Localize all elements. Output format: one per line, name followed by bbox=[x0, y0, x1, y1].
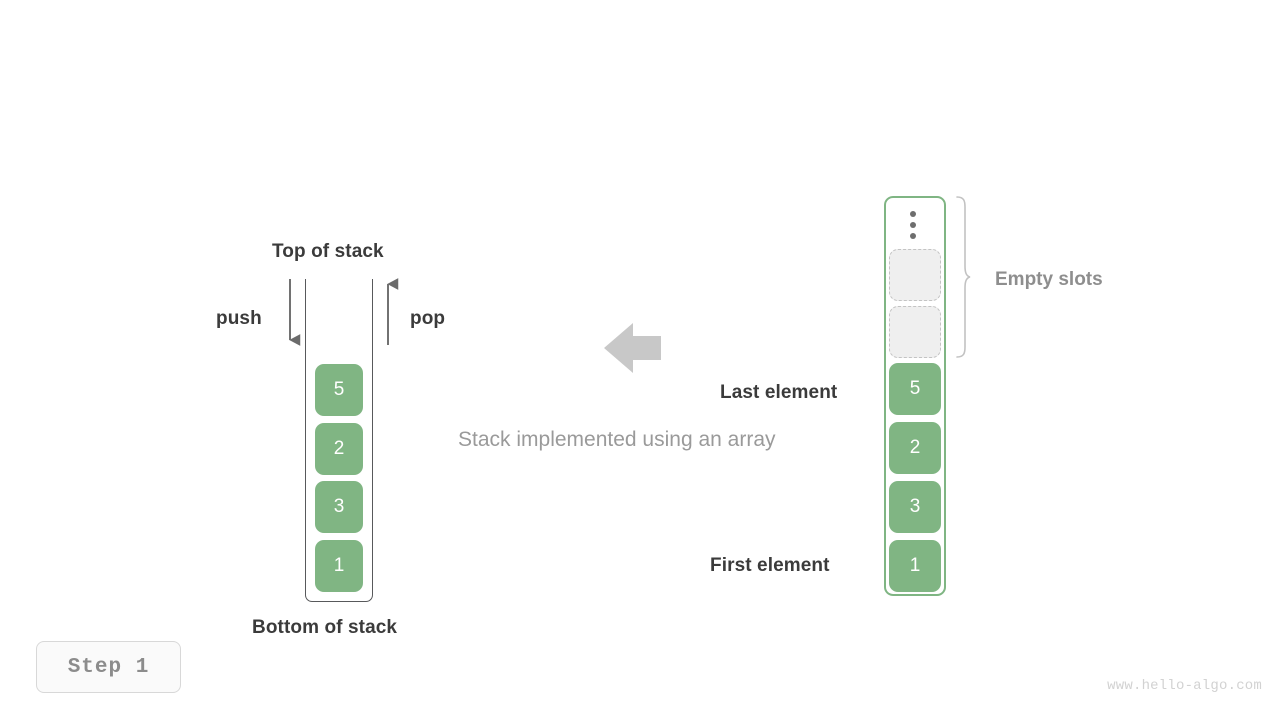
curly-brace-icon bbox=[956, 196, 971, 358]
array-cell: 2 bbox=[889, 422, 941, 474]
array-cell: 1 bbox=[889, 540, 941, 592]
stack-cell: 5 bbox=[315, 364, 363, 416]
empty-slot bbox=[889, 249, 941, 301]
watermark: www.hello-algo.com bbox=[1107, 678, 1262, 694]
bottom-of-stack-label: Bottom of stack bbox=[252, 617, 398, 638]
pop-label: pop bbox=[410, 308, 446, 329]
step-badge-label: Step 1 bbox=[67, 655, 150, 679]
stack-container bbox=[305, 279, 373, 602]
step-badge: Step 1 bbox=[36, 641, 181, 693]
diagram-caption: Stack implemented using an array bbox=[458, 428, 776, 451]
last-element-label: Last element bbox=[720, 382, 838, 403]
vertical-ellipsis-icon bbox=[909, 211, 917, 239]
first-element-label: First element bbox=[710, 555, 830, 576]
arrow-left-icon bbox=[604, 323, 661, 373]
empty-slots-label: Empty slots bbox=[995, 269, 1103, 290]
empty-slot bbox=[889, 306, 941, 358]
array-container bbox=[884, 196, 946, 596]
top-of-stack-label: Top of stack bbox=[272, 241, 384, 262]
stack-cell: 3 bbox=[315, 481, 363, 533]
push-label: push bbox=[216, 308, 262, 329]
array-cell: 3 bbox=[889, 481, 941, 533]
stack-cell: 1 bbox=[315, 540, 363, 592]
stack-cell: 2 bbox=[315, 423, 363, 475]
array-cell: 5 bbox=[889, 363, 941, 415]
